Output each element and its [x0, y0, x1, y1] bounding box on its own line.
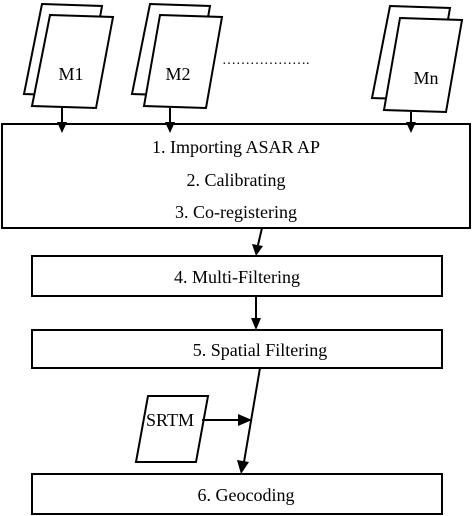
arrow-box5-to-box6 [237, 367, 261, 474]
arrow-m2-to-box1 [165, 108, 175, 133]
arrow-box1-to-box4 [252, 227, 263, 256]
process-box-5 [31, 329, 443, 369]
input-stack-m2: M2 [130, 2, 224, 110]
label-m2: M2 [165, 64, 190, 84]
step-4-multifilter: 4. Multi-Filtering [174, 267, 300, 287]
step-2-calibrate: 2. Calibrating [187, 170, 286, 190]
input-srtm: SRTM [134, 395, 210, 463]
arrow-srtm-to-flow [202, 414, 252, 426]
step-5-spatial: 5. Spatial Filtering [193, 340, 328, 360]
ellipsis-dots: ………………. [222, 53, 310, 68]
arrow-m1-to-box1 [57, 108, 67, 133]
process-box-4 [31, 255, 443, 297]
label-mn: Mn [413, 68, 438, 88]
label-srtm: SRTM [146, 410, 194, 430]
step-6-geocode: 6. Geocoding [198, 485, 295, 505]
process-box-1-3 [1, 123, 471, 229]
label-m1: M1 [58, 64, 83, 84]
arrow-box4-to-box5 [251, 296, 261, 330]
input-stack-mn: Mn [370, 4, 464, 114]
arrow-mn-to-box1 [406, 112, 416, 133]
step-1-import: 1. Importing ASAR AP [152, 137, 320, 157]
step-3-coregister: 3. Co-registering [175, 202, 297, 222]
input-stack-m1: M1 [22, 2, 115, 110]
process-box-6 [31, 473, 443, 515]
